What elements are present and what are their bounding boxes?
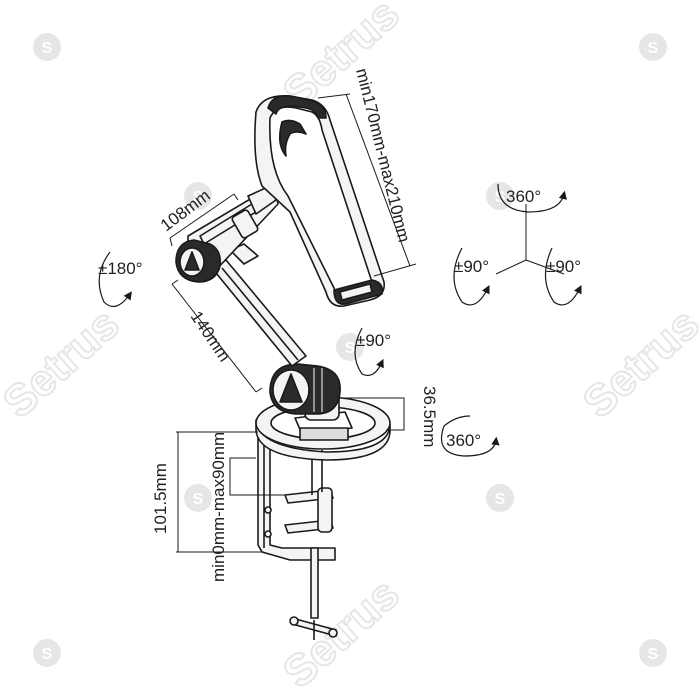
base-height-label: 36.5mm — [420, 386, 439, 447]
svg-text:±90°: ±90° — [454, 257, 489, 276]
rotate-arrow-icon — [98, 251, 132, 308]
clamp-height-label: 101.5mm — [151, 463, 170, 534]
holder-top-hook — [278, 119, 307, 157]
svg-text:S: S — [648, 40, 659, 57]
holder-top-gripper — [267, 94, 327, 119]
svg-text:360°: 360° — [506, 187, 541, 206]
watermark-badge-icon: S — [184, 484, 212, 512]
svg-text:S: S — [42, 40, 53, 57]
rotation-elbow: ±90° — [354, 327, 391, 377]
axis-top-rotation: 360° — [497, 183, 568, 213]
svg-text:Setrus: Setrus — [0, 299, 128, 427]
rotate-arrow-icon — [544, 247, 582, 306]
upper-joint — [175, 185, 279, 283]
lower-joint — [269, 363, 341, 421]
svg-text:S: S — [648, 646, 659, 663]
svg-text:±90°: ±90° — [356, 331, 391, 350]
rotate-arrow-icon — [453, 247, 490, 306]
svg-text:S: S — [345, 340, 356, 357]
watermark-badge-icon: S — [184, 182, 212, 210]
dimension-lines — [169, 93, 417, 553]
rotate-arrow-icon — [497, 183, 568, 213]
clamp-screw-hole — [264, 530, 272, 538]
rotation-head-tilt: ±180° — [98, 251, 143, 308]
svg-text:S: S — [495, 491, 506, 508]
watermark-badge-icon: S — [33, 639, 61, 667]
svg-text:±90°: ±90° — [546, 257, 581, 276]
clamp-screw-hole — [264, 506, 272, 514]
clamp-slider — [317, 487, 333, 533]
watermark-badge-icon: S — [486, 484, 514, 512]
svg-text:±180°: ±180° — [98, 259, 143, 278]
watermark-badge-icon: S — [639, 639, 667, 667]
rotate-arrow-icon — [354, 327, 384, 377]
watermark-badge-icon: S — [639, 33, 667, 61]
svg-text:S: S — [42, 646, 53, 663]
rotation-base: 360° — [440, 415, 500, 457]
clamp-screw-rod — [310, 547, 319, 619]
rotate-arrow-icon — [440, 425, 500, 457]
svg-text:Setrus: Setrus — [274, 569, 409, 697]
clamp-range-label: min0mm-max90mm — [209, 432, 228, 582]
table-clamp — [257, 431, 338, 640]
watermark-badge-icon: S — [33, 33, 61, 61]
tablet-holder — [254, 94, 386, 308]
svg-text:S: S — [193, 189, 204, 206]
svg-text:Setrus: Setrus — [574, 299, 700, 427]
lower-arm-length-label: 140mm — [187, 308, 234, 366]
axis-left-rotation: ±90° — [453, 247, 490, 306]
svg-text:360°: 360° — [446, 431, 481, 450]
rotation-axes: 360° ±90° ±90° — [453, 183, 582, 306]
base-disc-side — [255, 419, 391, 461]
axis-lines — [495, 204, 565, 275]
axis-right-rotation: ±90° — [544, 247, 582, 306]
svg-text:S: S — [193, 491, 204, 508]
